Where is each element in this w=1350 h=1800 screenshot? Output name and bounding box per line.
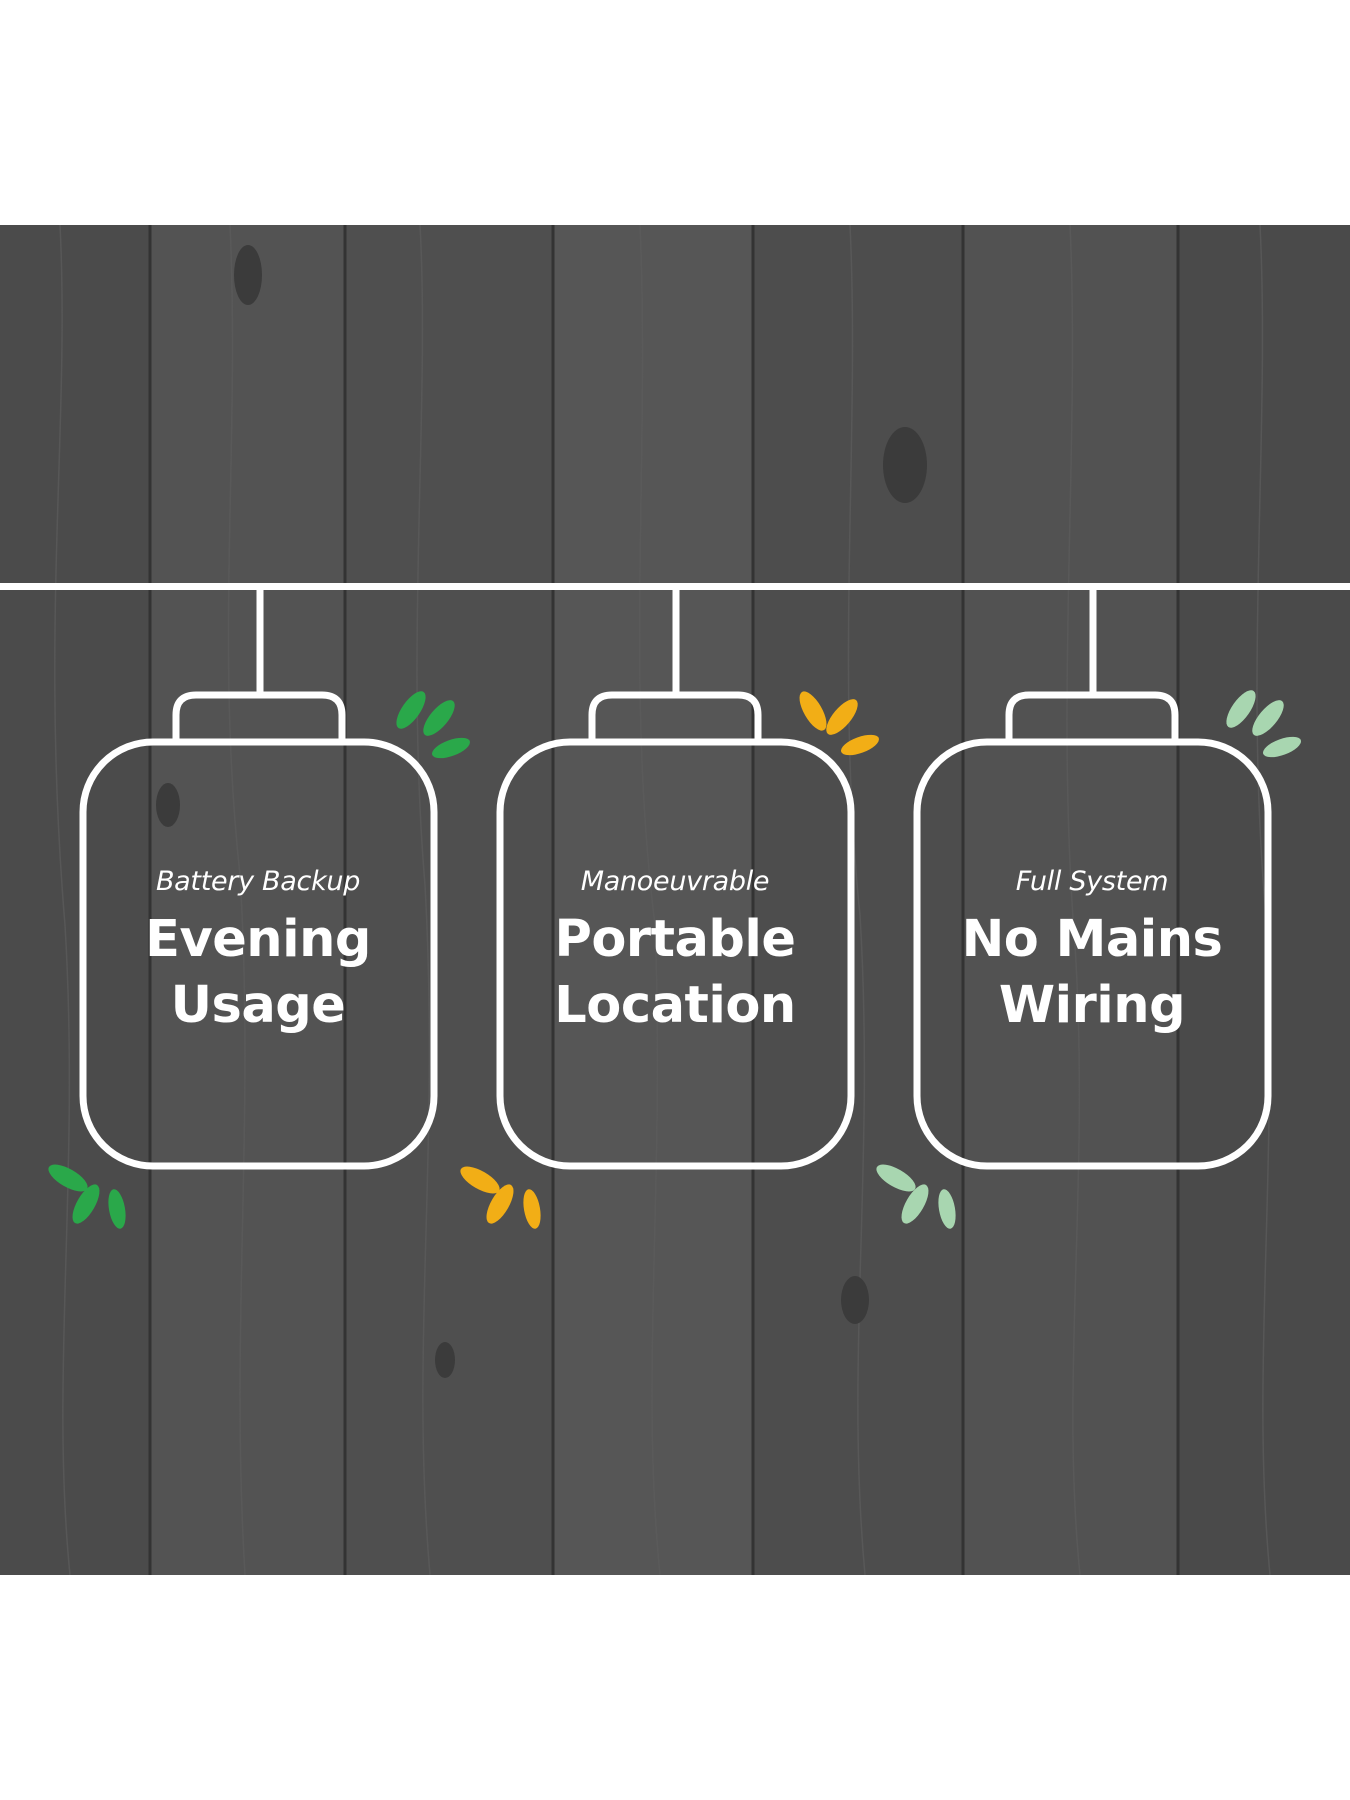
wood-planks-artwork: [0, 225, 1350, 1575]
plank-seams: [148, 225, 1180, 1575]
lantern-title: Portable Location: [525, 907, 825, 1039]
lantern-title-line2: Location: [554, 976, 796, 1035]
leaf-cluster-3-bottom: [876, 1164, 956, 1229]
lantern-title-line1: Evening: [145, 910, 371, 969]
lantern-subtitle: Full System: [1015, 866, 1169, 897]
lantern-title-line2: Wiring: [998, 976, 1186, 1035]
leaf-cluster-1-top: [396, 691, 470, 759]
leaf-cluster-2-top: [799, 691, 879, 756]
leaf-cluster-2-bottom: [460, 1166, 541, 1229]
lantern-title-line1: Portable: [554, 910, 796, 969]
lantern-outline-3: [913, 590, 1272, 1170]
wood-panel-background: Battery Backup Evening Usage Manoeuvrabl…: [0, 225, 1350, 1575]
lantern-title: No Mains Wiring: [942, 907, 1242, 1039]
lantern-outline-2: [496, 590, 855, 1170]
leaf-cluster-1-bottom: [48, 1164, 126, 1229]
lantern-subtitle: Battery Backup: [155, 866, 361, 897]
lantern-title-line2: Usage: [170, 976, 346, 1035]
wood-planks: [0, 225, 1350, 1575]
lantern-subtitle: Manoeuvrable: [580, 866, 770, 897]
lantern-title-line1: No Mains: [961, 910, 1223, 969]
leaf-cluster-3-top: [1226, 690, 1301, 758]
wood-knots: [156, 245, 927, 1378]
hanging-rail: [0, 583, 1350, 590]
lantern-outline-1: [79, 590, 438, 1170]
lantern-title: Evening Usage: [108, 907, 408, 1039]
